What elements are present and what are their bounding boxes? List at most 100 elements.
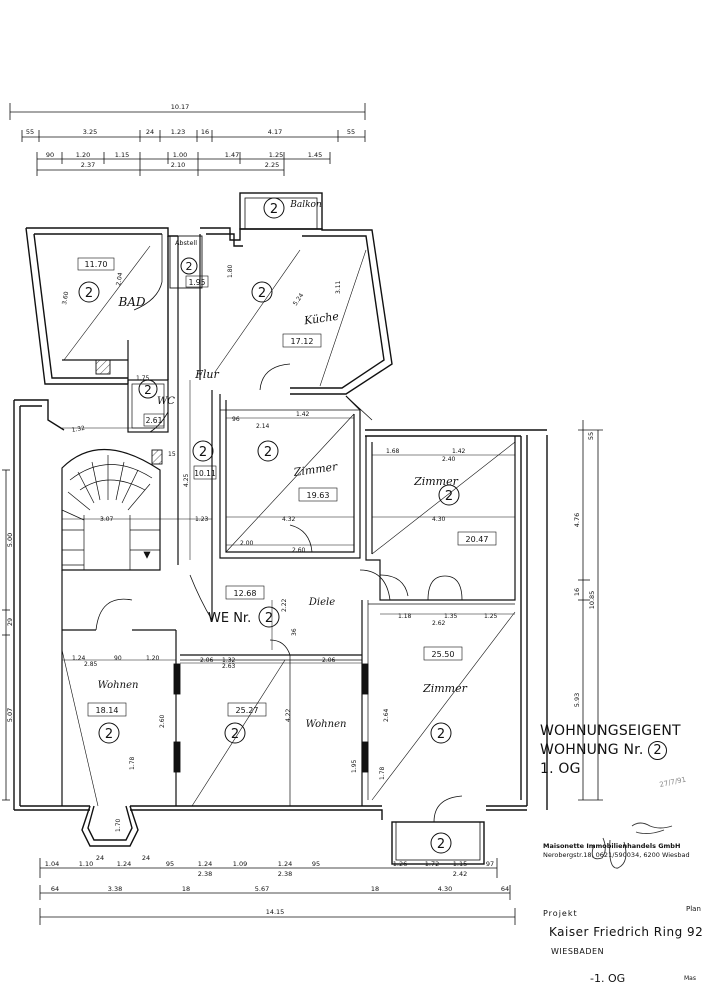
svg-text:3.25: 3.25 <box>83 128 97 136</box>
unit-marker-flur: 2 <box>199 445 207 460</box>
svg-text:2.10: 2.10 <box>171 161 185 169</box>
svg-text:1.42: 1.42 <box>452 448 466 455</box>
unit-markers: 2 2 2 2 2 2 2 2 2 2 2 2 WE Nr. 2 <box>78 197 460 854</box>
unit-marker-zimmer-2: 2 <box>445 489 453 504</box>
svg-text:1.04: 1.04 <box>45 860 59 868</box>
left-dimension-labels: 5.00 29 5.07 <box>6 533 14 722</box>
signature <box>591 822 673 869</box>
svg-text:1.75: 1.75 <box>136 375 150 382</box>
bottom-dimension-lines <box>39 858 516 925</box>
project-floor: -1. OG <box>590 972 626 985</box>
svg-text:16: 16 <box>201 128 209 136</box>
svg-text:1.42: 1.42 <box>296 411 310 418</box>
svg-text:64: 64 <box>51 885 59 893</box>
svg-text:90: 90 <box>46 151 54 159</box>
unit-marker-zimmer-1: 2 <box>264 445 272 460</box>
svg-text:24: 24 <box>146 128 154 136</box>
svg-text:1.95: 1.95 <box>351 759 358 773</box>
svg-text:2.85: 2.85 <box>84 661 98 668</box>
unit-marker-wc: 2 <box>144 383 152 397</box>
bottom-dimension-labels: 24 24 1.04 1.10 1.24 95 1.24 1.09 1.24 9… <box>45 854 509 916</box>
svg-text:5.67: 5.67 <box>255 885 269 893</box>
svg-text:1.25: 1.25 <box>269 151 283 159</box>
unit-label-prefix: WE Nr. <box>208 611 251 626</box>
svg-text:1.70: 1.70 <box>115 818 122 832</box>
svg-text:1.32: 1.32 <box>222 657 236 664</box>
svg-text:1.23: 1.23 <box>195 516 209 523</box>
svg-text:1.00: 1.00 <box>173 151 187 159</box>
exterior-walls <box>13 192 548 865</box>
room-area-zimmer-2: 20.47 <box>466 535 489 544</box>
svg-text:24: 24 <box>96 854 104 862</box>
svg-text:4.30: 4.30 <box>438 885 452 893</box>
room-name-wohnen-1: Wohnen <box>98 680 139 691</box>
unit-marker-wohnen-1: 2 <box>105 727 113 742</box>
svg-text:1.20: 1.20 <box>76 151 90 159</box>
svg-text:96: 96 <box>232 416 240 423</box>
inner-dimension-lines <box>62 380 515 664</box>
left-dimension-lines <box>2 469 10 801</box>
unit-marker-balkon: 2 <box>270 202 278 217</box>
svg-text:1.45: 1.45 <box>308 151 322 159</box>
svg-text:1.24: 1.24 <box>72 655 86 662</box>
title-line-2-prefix: WOHNUNG Nr. <box>540 742 644 758</box>
svg-text:1.09: 1.09 <box>233 860 247 868</box>
room-area-bad: 11.70 <box>85 260 108 269</box>
svg-text:1.10: 1.10 <box>79 860 93 868</box>
svg-text:5.24: 5.24 <box>292 292 306 307</box>
plan-corner-label: Plan <box>686 905 701 913</box>
inner-dimension-labels: 2.04 3.60 1.80 5.24 3.11 1.32 3.07 1.23 … <box>61 264 497 832</box>
svg-text:97: 97 <box>486 860 494 868</box>
svg-text:3.60: 3.60 <box>61 291 70 306</box>
svg-text:24: 24 <box>142 854 150 862</box>
svg-text:1.32: 1.32 <box>71 425 86 434</box>
company-name: Maisonette Immobilienhandels GmbH <box>543 842 681 850</box>
svg-text:2.22: 2.22 <box>281 598 288 612</box>
svg-text:90: 90 <box>114 655 122 662</box>
svg-text:4.76: 4.76 <box>573 513 581 527</box>
svg-text:2.06: 2.06 <box>322 657 336 664</box>
title-block: WOHNUNGSEIGENT WOHNUNG Nr. 2 1. OG <box>540 722 700 779</box>
svg-text:1.15: 1.15 <box>453 860 467 868</box>
svg-text:2.64: 2.64 <box>383 708 390 722</box>
svg-text:4.25: 4.25 <box>183 473 190 487</box>
svg-text:1.78: 1.78 <box>129 756 136 770</box>
room-area-diele: 12.68 <box>234 589 257 598</box>
svg-text:1.15: 1.15 <box>115 151 129 159</box>
svg-text:2.40: 2.40 <box>442 456 456 463</box>
svg-text:1.23: 1.23 <box>171 128 185 136</box>
title-line-1: WOHNUNGSEIGENT <box>540 723 681 739</box>
door-swings <box>95 281 463 823</box>
svg-text:2.60: 2.60 <box>159 714 166 728</box>
title-line-3: 1. OG <box>540 761 581 777</box>
svg-text:64: 64 <box>501 885 509 893</box>
room-name-balkon: Balkon <box>289 200 322 210</box>
room-area-zimmer-3: 25.50 <box>432 650 455 659</box>
svg-text:1.72: 1.72 <box>425 860 439 868</box>
company-address: Nerobergstr.18, 0621/590034, 6200 Wiesba… <box>543 851 690 859</box>
title-line-2-num: 2 <box>648 741 668 760</box>
company-block: Maisonette Immobilienhandels GmbH Nerobe… <box>543 842 693 860</box>
top-dimension-labels: 10.17 55 3.25 24 1.23 16 4.17 55 90 1.20… <box>26 103 355 169</box>
svg-text:2.60: 2.60 <box>292 547 306 554</box>
svg-text:2.04: 2.04 <box>115 272 124 287</box>
svg-text:3.38: 3.38 <box>108 885 122 893</box>
room-name-diele: Diele <box>308 597 335 608</box>
project-label: Projekt <box>543 909 578 918</box>
svg-text:4.32: 4.32 <box>282 516 296 523</box>
dim-bottom-total: 14.15 <box>266 908 285 916</box>
svg-text:36: 36 <box>291 628 298 636</box>
unit-marker-abstell: 2 <box>186 260 193 273</box>
unit-marker-wohnen-2: 2 <box>231 727 239 742</box>
right-dimension-lines <box>578 420 603 801</box>
svg-text:1.68: 1.68 <box>386 448 400 455</box>
svg-text:2.14: 2.14 <box>256 423 270 430</box>
top-dimension-lines <box>9 103 366 176</box>
room-name-bad: BAD <box>117 295 145 309</box>
svg-text:1.78: 1.78 <box>379 766 386 780</box>
svg-text:4.30: 4.30 <box>432 516 446 523</box>
svg-text:2.38: 2.38 <box>278 870 292 878</box>
svg-text:1.24: 1.24 <box>278 860 292 868</box>
room-area-wohnen-2: 25.27 <box>236 706 259 715</box>
svg-text:18: 18 <box>371 885 379 893</box>
